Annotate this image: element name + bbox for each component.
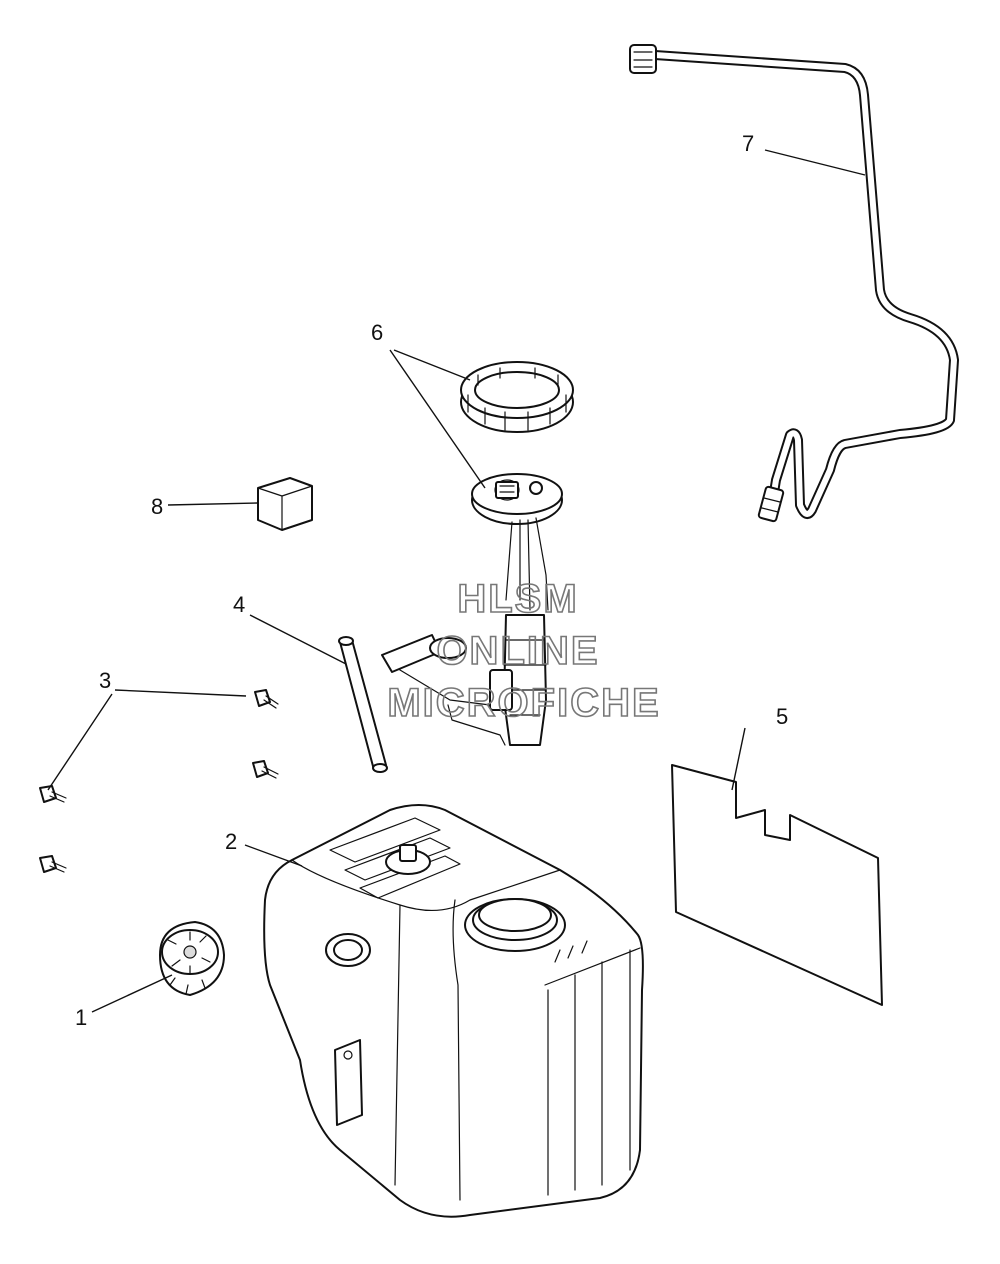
hose-end-fitting-icon xyxy=(757,485,785,523)
callout-3: 3 xyxy=(99,668,111,693)
callout-8: 8 xyxy=(151,494,163,519)
bolt-part-2[interactable] xyxy=(252,760,279,779)
bolt-part-1[interactable] xyxy=(254,689,279,709)
bolt-part-4[interactable] xyxy=(39,855,67,873)
callout-2: 2 xyxy=(225,829,237,854)
callout-6: 6 xyxy=(371,320,383,345)
bolt-part-3[interactable] xyxy=(39,785,67,803)
pump-lock-ring-part[interactable] xyxy=(460,361,574,433)
vent-hose-part[interactable] xyxy=(629,44,959,523)
tube-part[interactable] xyxy=(338,636,388,773)
watermark-line-2: ONLINE xyxy=(436,629,599,673)
watermark-line-3: MICROFICHE xyxy=(387,681,660,725)
pad-part[interactable] xyxy=(671,764,883,1006)
callout-5: 5 xyxy=(776,704,788,729)
leader-lines xyxy=(47,149,866,1013)
hose-connector-icon xyxy=(629,44,657,74)
block-part[interactable] xyxy=(257,477,313,531)
fuel-pump-module-part[interactable] xyxy=(381,473,563,746)
watermark: HLSM ONLINE MICROFICHE xyxy=(387,576,660,726)
callout-7: 7 xyxy=(742,131,754,156)
fuel-cap-part[interactable] xyxy=(159,921,225,996)
fuel-tank-part[interactable] xyxy=(263,804,644,1218)
callout-1: 1 xyxy=(75,1005,87,1030)
callout-4: 4 xyxy=(233,592,245,617)
watermark-line-1: HLSM xyxy=(457,577,578,621)
